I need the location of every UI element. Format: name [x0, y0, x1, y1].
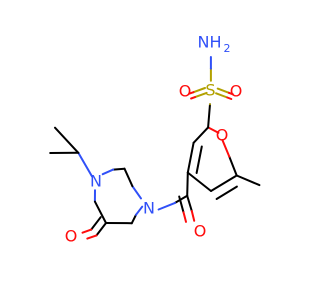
ring-n3-c4-carbon — [93, 200, 107, 224]
s-o-left-sulfur — [192, 87, 206, 94]
furan-bond-c2-c3-inner — [195, 145, 203, 174]
s-o-left-sulfur-double — [194, 91, 208, 99]
s-o-right-oxygen — [227, 91, 234, 96]
furan-bond-o1-c2-carbon — [192, 126, 210, 144]
ring-c5-n1-nitrogen — [135, 205, 144, 216]
molecule-structure: NH 2 S O O O N N O O — [0, 0, 300, 300]
furan-bond-c4-c5-inner — [215, 185, 238, 200]
carbonyl-to-n-carbon — [174, 194, 189, 204]
s-o-left-oxygen-double — [190, 96, 197, 100]
furan-bond-c2-c3 — [186, 141, 195, 174]
furan-bond-c5-o1-oxygen — [221, 139, 231, 158]
furan-bond-c3-c4 — [186, 171, 212, 192]
ring-c2-n3-nitrogen — [101, 168, 115, 176]
sulfonyl-oxygen-right-label: O — [230, 82, 243, 101]
c-o-amide-oxygen-double — [182, 211, 187, 223]
s-o-right-sulfur-double — [215, 92, 229, 99]
amine-subscript: 2 — [224, 42, 231, 55]
amide-nitrogen-label: N — [143, 199, 155, 218]
ring-co-oxygen-double — [81, 228, 93, 234]
ring-n1-c2-nitrogen — [131, 185, 142, 200]
ring-co-carbon-double — [90, 216, 102, 231]
methyl-bond — [235, 174, 261, 187]
ring-c5-n1-carbon — [130, 213, 137, 225]
amine-label: NH — [198, 33, 222, 52]
furan-bond-c5-o1-carbon — [228, 155, 238, 177]
ethyl-n-bond-nitrogen — [77, 151, 93, 178]
c-o-amide-oxygen — [190, 210, 196, 222]
molecule-canvas: NH 2 S O O O N N O O — [0, 0, 300, 300]
s-o-right-oxygen-double — [226, 96, 233, 100]
furan-bond-o1-c2-oxygen — [207, 126, 220, 134]
carbonyl-to-n-nitrogen — [157, 201, 176, 211]
ring-co-carbon — [95, 222, 107, 237]
c-o-amide-carbon — [186, 194, 193, 212]
s-o-left-oxygen — [188, 91, 195, 95]
c-s-bond-carbon — [207, 103, 211, 129]
s-o-right-sulfur — [216, 87, 230, 94]
ring-nitrogen-label: N — [90, 172, 102, 191]
ring-co-oxygen — [86, 234, 98, 240]
sulfonyl-oxygen-left-label: O — [179, 82, 192, 101]
furan-bond-c4-c5 — [210, 174, 238, 192]
ring-carbonyl-oxygen-label: O — [65, 227, 78, 246]
sulfur-label: S — [205, 81, 215, 100]
background — [0, 0, 300, 300]
ring-n1-c2-carbon — [123, 167, 134, 188]
c-o-amide-carbon-double — [178, 195, 185, 214]
furan-oxygen-label: O — [216, 126, 229, 145]
furan-to-carbonyl-bond — [186, 171, 189, 197]
ethyl-c2-branch — [54, 126, 80, 154]
ring-c2-n3-carbon — [112, 167, 126, 171]
amide-oxygen-label: O — [194, 222, 207, 241]
